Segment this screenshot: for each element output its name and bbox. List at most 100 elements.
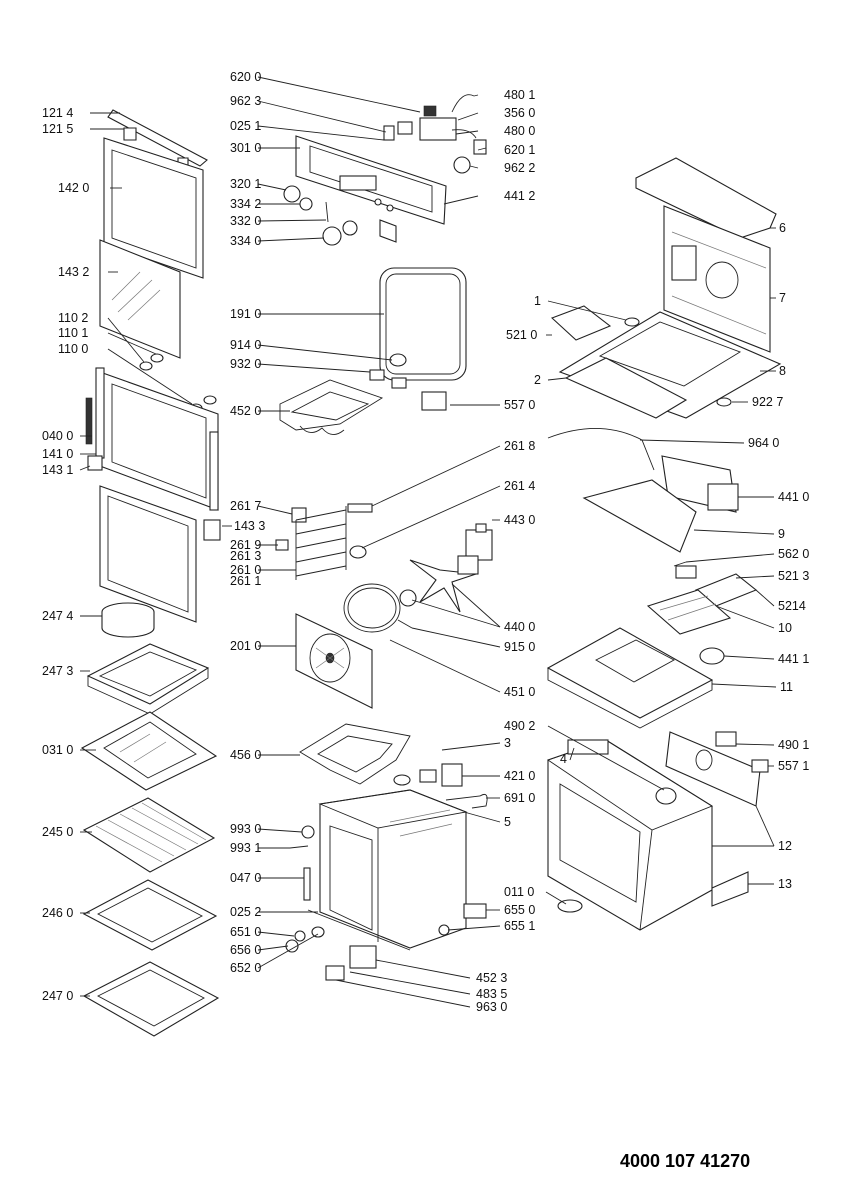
- part-label: 993 1: [230, 841, 261, 855]
- grill-element: [279, 379, 384, 435]
- control-board: [383, 94, 477, 141]
- part-label: 452 0: [230, 404, 261, 418]
- part-label: 521 0: [506, 328, 537, 342]
- part-label: 143 1: [42, 463, 73, 477]
- part-label: 040 0: [42, 429, 73, 443]
- part-label: 441 0: [778, 490, 809, 504]
- part-label: 3: [504, 736, 511, 750]
- part-label: 490 2: [504, 719, 535, 733]
- control-panel: [295, 135, 447, 243]
- part-label: 655 1: [504, 919, 535, 933]
- wire-shelf: [82, 797, 216, 873]
- part-label: 047 0: [230, 871, 261, 885]
- part-label: 11: [780, 680, 793, 694]
- part-label: 247 0: [42, 989, 73, 1003]
- part-label: 2: [534, 373, 541, 387]
- part-label: 8: [779, 364, 786, 378]
- side-rack-right: [295, 503, 373, 580]
- part-label: 332 0: [230, 214, 261, 228]
- part-label: 261 9: [230, 538, 261, 552]
- part-label: 201 0: [230, 639, 261, 653]
- part-label: 301 0: [230, 141, 261, 155]
- part-label: 557 1: [778, 759, 809, 773]
- part-label: 261 8: [504, 439, 535, 453]
- fan-cover: [295, 613, 373, 709]
- part-label: 13: [778, 877, 792, 891]
- cooling-fan-assembly: [547, 428, 739, 553]
- part-label: 620 0: [230, 70, 261, 84]
- part-label: 025 1: [230, 119, 261, 133]
- part-label: 562 0: [778, 547, 809, 561]
- part-label: 261 7: [230, 499, 261, 513]
- side-rack-left: [275, 507, 307, 551]
- part-label: 261 4: [504, 479, 535, 493]
- part-label: 031 0: [42, 743, 73, 757]
- part-label: 247 4: [42, 609, 73, 623]
- part-label: 521 3: [778, 569, 809, 583]
- outer-door-glass: [103, 137, 204, 279]
- part-label: 963 0: [476, 1000, 507, 1014]
- outer-housing: [546, 739, 713, 931]
- part-label: 7: [779, 291, 786, 305]
- part-label: 655 0: [504, 903, 535, 917]
- control-knobs: [283, 139, 487, 246]
- electronic-board: [550, 305, 640, 341]
- rear-panel: [663, 205, 771, 353]
- shallow-tray-1: [82, 879, 218, 951]
- flat-baking-tray: [80, 711, 218, 791]
- bottom-bracket: [557, 871, 749, 913]
- leader-lines: [79, 76, 777, 1008]
- top-frame: [558, 311, 782, 419]
- part-label: 922 7: [752, 395, 783, 409]
- part-label: 143 3: [234, 519, 265, 533]
- fan-motor: [457, 523, 493, 575]
- part-label: 9: [778, 527, 785, 541]
- part-label: 656 0: [230, 943, 261, 957]
- door-hinge-right: [203, 519, 221, 541]
- part-label: 143 2: [58, 265, 89, 279]
- part-label: 334 2: [230, 197, 261, 211]
- door-gasket: [379, 267, 467, 381]
- part-label: 245 0: [42, 825, 73, 839]
- part-label: 691 0: [504, 791, 535, 805]
- part-label: 651 0: [230, 925, 261, 939]
- circular-heating-element: [343, 583, 413, 633]
- part-label: 443 0: [504, 513, 535, 527]
- part-label: 490 1: [778, 738, 809, 752]
- round-baking-tin: [101, 602, 155, 638]
- part-label: 441 1: [778, 652, 809, 666]
- part-label: 261 3: [230, 549, 261, 563]
- part-label: 6: [779, 221, 786, 235]
- part-label: 620 1: [504, 143, 535, 157]
- part-label: 441 2: [504, 189, 535, 203]
- part-label: 483 5: [476, 987, 507, 1001]
- roasting-tray: [86, 643, 210, 715]
- part-labels: 121 4 121 5 142 0 143 2 110 2 110 1 110 …: [42, 70, 809, 1014]
- part-label: 110 2: [58, 311, 88, 325]
- shallow-tray-2: [82, 961, 220, 1037]
- part-label: 451 0: [504, 685, 535, 699]
- part-label: 261 1: [230, 574, 261, 588]
- part-label: 652 0: [230, 961, 261, 975]
- part-label: 1: [534, 294, 541, 308]
- electronic-module: [646, 561, 758, 635]
- inner-door-glass: [99, 239, 181, 359]
- lamp-parts: [369, 353, 447, 411]
- door-hinge-left: [85, 397, 103, 471]
- part-label: 191 0: [230, 307, 261, 321]
- bottom-heating-element: [299, 723, 411, 785]
- part-label: 12: [778, 839, 792, 853]
- part-label: 320 1: [230, 177, 261, 191]
- part-label: 246 0: [42, 906, 73, 920]
- part-label: 480 1: [504, 88, 535, 102]
- part-label: 452 3: [476, 971, 507, 985]
- base-plate: [546, 627, 725, 729]
- part-label: 011 0: [504, 885, 534, 899]
- part-label: 247 3: [42, 664, 73, 678]
- part-label: 334 0: [230, 234, 261, 248]
- part-label: 121 5: [42, 122, 73, 136]
- part-label: 4: [560, 752, 567, 766]
- part-label: 142 0: [58, 181, 89, 195]
- part-label: 480 0: [504, 124, 535, 138]
